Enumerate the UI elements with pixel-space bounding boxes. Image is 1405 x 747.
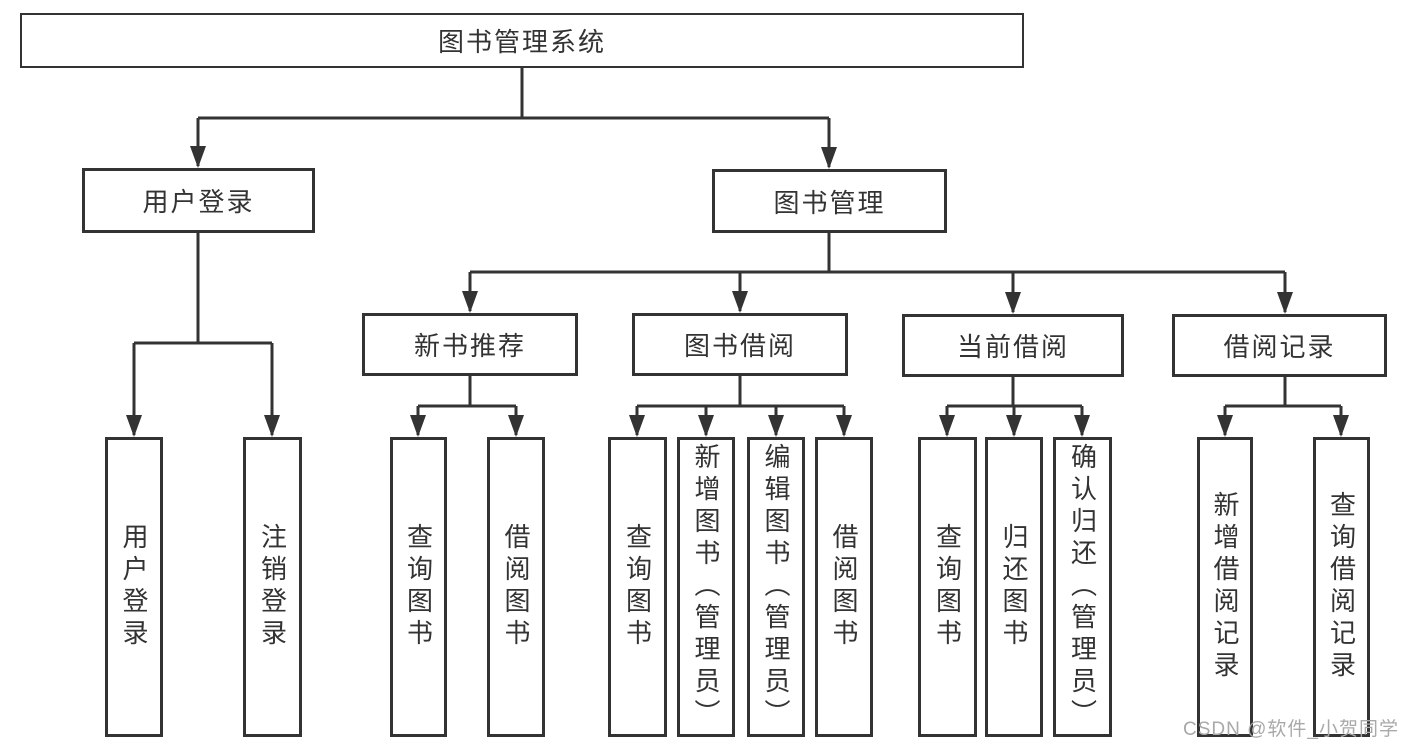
node-user-login: 用户登录 <box>82 168 315 233</box>
leaf-cb-query-books-label: 查询图书 <box>932 523 963 651</box>
leaf-br-query-record-label: 查询借阅记录 <box>1326 491 1357 683</box>
leaf-cb-confirm-return-admin-label: 确认归还（管理员） <box>1067 443 1098 731</box>
leaf-user-login: 用户登录 <box>105 437 163 737</box>
leaf-cb-confirm-return-admin: 确认归还（管理员） <box>1053 437 1112 737</box>
leaf-bb-add-books-admin: 新增图书（管理员） <box>677 437 735 737</box>
node-new-book-recommend: 新书推荐 <box>362 313 578 376</box>
node-library-management-system: 图书管理系统 <box>20 13 1024 68</box>
leaf-bb-query-books: 查询图书 <box>608 437 667 737</box>
leaf-bb-query-books-label: 查询图书 <box>622 523 653 651</box>
leaf-logout-label: 注销登录 <box>257 523 288 651</box>
leaf-bb-add-books-admin-label: 新增图书（管理员） <box>691 443 721 731</box>
leaf-nbr-borrow-books: 借阅图书 <box>487 437 545 737</box>
tree-edges <box>132 68 1343 435</box>
leaf-br-query-record: 查询借阅记录 <box>1313 437 1370 737</box>
leaf-nbr-query-books-label: 查询图书 <box>403 523 434 651</box>
leaf-cb-query-books: 查询图书 <box>918 437 977 737</box>
leaf-br-add-record-label: 新增借阅记录 <box>1210 491 1240 683</box>
csdn-watermark: CSDN @软件_小贺同学 <box>1183 719 1399 740</box>
leaf-nbr-borrow-books-label: 借阅图书 <box>501 523 531 651</box>
leaf-bb-borrow-books: 借阅图书 <box>815 437 873 737</box>
node-borrowing-records: 借阅记录 <box>1172 314 1387 377</box>
leaf-bb-edit-books-admin-label: 编辑图书（管理员） <box>761 443 791 731</box>
node-book-management: 图书管理 <box>712 169 947 233</box>
leaf-bb-edit-books-admin: 编辑图书（管理员） <box>747 437 805 737</box>
leaf-user-login-label: 用户登录 <box>119 523 149 651</box>
leaf-cb-return-books: 归还图书 <box>985 437 1043 737</box>
leaf-cb-return-books-label: 归还图书 <box>999 523 1029 651</box>
leaf-br-add-record: 新增借阅记录 <box>1197 437 1253 737</box>
leaf-bb-borrow-books-label: 借阅图书 <box>829 523 859 651</box>
node-book-borrowing: 图书借阅 <box>632 313 848 376</box>
leaf-nbr-query-books: 查询图书 <box>390 437 447 737</box>
leaf-logout: 注销登录 <box>243 437 302 737</box>
node-current-borrowing: 当前借阅 <box>902 314 1124 377</box>
